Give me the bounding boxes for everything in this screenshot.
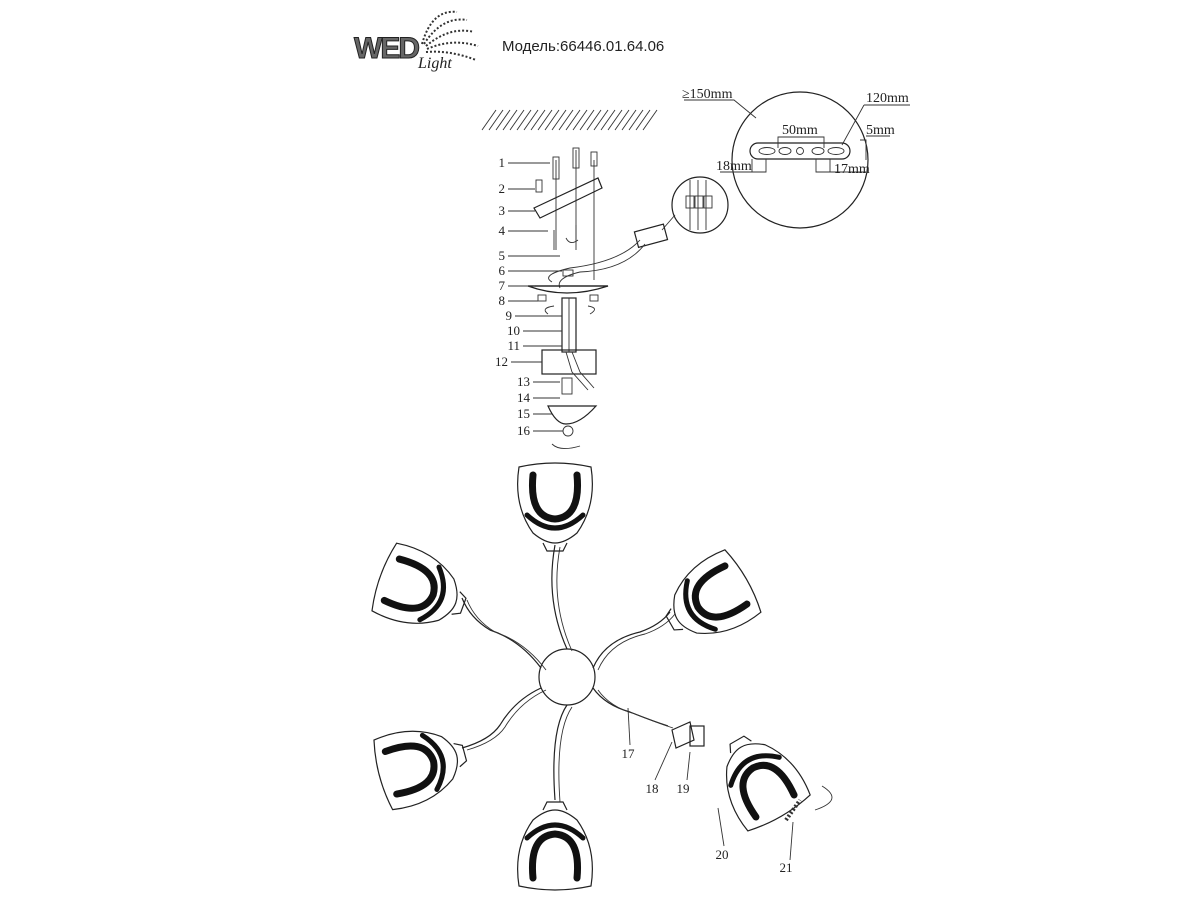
central-hub [538, 648, 596, 706]
part-label-18: 18 [646, 781, 659, 796]
glass-shade-6 [725, 735, 811, 832]
part-label-17: 17 [622, 746, 636, 761]
arm-1 [551, 544, 568, 650]
glass-shade-5 [517, 801, 593, 891]
dim-thickness: 5mm [866, 123, 895, 138]
svg-text:WED: WED [354, 32, 419, 65]
part-label-6: 6 [499, 263, 506, 278]
rotate-arrow [814, 785, 833, 811]
part-label-16: 16 [517, 423, 531, 438]
part-label-12: 12 [495, 354, 508, 369]
part-label-5: 5 [499, 248, 506, 263]
glass-shade-1 [517, 462, 593, 552]
dim-hole-spacing: 50mm [782, 123, 818, 138]
glass-shade-2 [371, 542, 467, 624]
wedo-light-logo: WED Light [352, 4, 492, 72]
part-label-14: 14 [517, 390, 531, 405]
part-leaders [508, 162, 794, 861]
terminal-block-detail [548, 176, 729, 289]
part-label-2: 2 [499, 181, 506, 196]
bulb-thread [689, 725, 705, 747]
arm-6 [592, 687, 669, 727]
part-label-3: 3 [499, 203, 506, 218]
arm-2 [461, 597, 542, 669]
logo-fan-icon [421, 10, 479, 61]
part-label-19: 19 [677, 781, 690, 796]
arm-3 [592, 611, 671, 669]
part-label-21: 21 [780, 860, 793, 875]
socket [671, 721, 695, 749]
part-label-9: 9 [506, 308, 513, 323]
dim-min-diameter: ≥150mm [682, 87, 733, 102]
glass-shade-4 [373, 730, 468, 811]
part-label-4: 4 [499, 223, 506, 238]
part-label-10: 10 [507, 323, 520, 338]
svg-text:Light: Light [417, 55, 452, 72]
part-label-20: 20 [716, 847, 729, 862]
arm-5 [553, 704, 568, 801]
dim-plate-length: 120mm [866, 91, 909, 106]
mounting-plate-detail: ≥150mm 120mm 50mm 5mm 18mm 17mm [682, 87, 910, 229]
part-label-8: 8 [499, 293, 506, 308]
part-label-11: 11 [507, 338, 520, 353]
canopy-assembly [527, 147, 609, 449]
part-label-13: 13 [517, 374, 530, 389]
dim-left-width: 18mm [716, 159, 752, 174]
arm-4 [461, 687, 542, 749]
ceiling-hatch [481, 109, 658, 131]
ring-nut [784, 798, 802, 822]
part-label-1: 1 [499, 155, 506, 170]
part-label-7: 7 [499, 278, 506, 293]
chandelier-drawing [371, 462, 833, 891]
part-label-15: 15 [517, 406, 530, 421]
dim-right-width: 17mm [834, 162, 870, 177]
model-number: Модель:66446.01.64.06 [502, 38, 665, 55]
glass-shade-3 [665, 549, 762, 635]
